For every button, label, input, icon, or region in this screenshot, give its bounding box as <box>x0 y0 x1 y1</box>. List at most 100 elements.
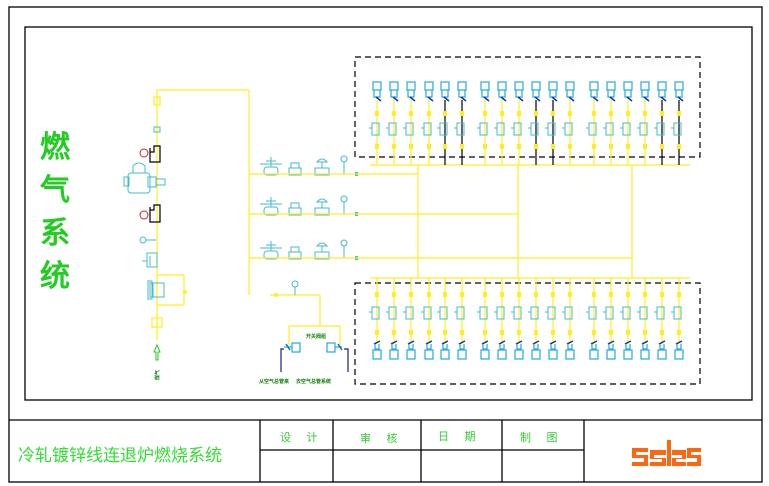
air-valve-icon <box>564 122 573 136</box>
gas-inlet-label: 煤气 <box>154 370 161 380</box>
valve-icon <box>626 292 630 297</box>
main-gas-line: 煤气 <box>123 89 250 380</box>
control-valve-icon <box>314 242 330 260</box>
air-valve-icon <box>405 306 414 320</box>
valve-icon <box>483 292 487 297</box>
burner-icon <box>674 349 684 360</box>
gauge-icon <box>291 280 299 288</box>
burner-icon <box>480 349 490 360</box>
drawing-title: 冷轧镀锌线连退炉燃烧系统 <box>18 446 222 466</box>
burner-icon <box>531 81 541 91</box>
field-label-review: 审 核 <box>360 431 404 445</box>
air-valve-icon <box>530 122 539 136</box>
burner-assembly <box>620 278 633 360</box>
valve-icon <box>609 292 613 297</box>
burner-assembly <box>637 81 650 165</box>
burner-icon <box>372 81 382 91</box>
flow-meter-icon <box>288 202 302 216</box>
valve-icon <box>568 330 572 335</box>
burner-assembly <box>545 81 558 165</box>
air-from-label: 从空气总管来 <box>259 378 290 385</box>
burner-assembly <box>477 81 490 165</box>
flow-meter-icon <box>288 246 302 260</box>
burner-assembly <box>511 278 524 360</box>
valve-icon <box>427 144 431 149</box>
valve-icon <box>568 144 572 149</box>
air-valve-icon <box>673 306 682 320</box>
burner-icon <box>424 349 434 360</box>
air-valve-icon <box>513 306 522 320</box>
outer-border <box>8 6 763 483</box>
valve-icon <box>643 292 647 297</box>
valve-icon <box>483 111 487 116</box>
valve-icon <box>609 111 613 116</box>
burner-icon <box>424 81 434 91</box>
burner-assembly <box>528 81 541 165</box>
burner-assembly <box>620 81 633 165</box>
valve-icon <box>517 111 521 116</box>
air-valve-icon <box>479 306 488 320</box>
burner-assembly <box>494 81 507 165</box>
burner-icon <box>406 349 416 360</box>
valve-icon <box>375 111 379 116</box>
burner-assembly <box>671 278 684 360</box>
valve-icon <box>460 111 464 116</box>
valve-icon <box>592 111 596 116</box>
valve-icon <box>534 330 538 335</box>
valve-icon <box>500 292 504 297</box>
valve-icon <box>660 111 664 116</box>
valve-icon <box>551 292 555 297</box>
burner-assembly <box>403 278 416 360</box>
valve-icon <box>643 144 647 149</box>
bottom-burner-row <box>369 278 684 360</box>
air-valve-icon <box>439 122 448 136</box>
burner-icon <box>531 349 541 360</box>
valve-icon <box>534 292 538 297</box>
valve-icon <box>592 330 596 335</box>
flange-icon <box>153 126 161 133</box>
valve-icon <box>677 292 681 297</box>
air-valve-icon <box>622 122 631 136</box>
burner-icon <box>440 81 450 91</box>
air-valve-right-icon <box>326 342 343 353</box>
valve-icon <box>443 144 447 149</box>
burner-icon <box>565 349 575 360</box>
air-valve-icon <box>405 122 414 136</box>
air-valve-icon <box>388 306 397 320</box>
air-valve-icon <box>656 306 665 320</box>
burner-assembly <box>454 278 467 360</box>
air-valve-left-icon <box>284 342 301 353</box>
burner-assembly <box>603 81 616 165</box>
burner-assembly <box>494 278 507 360</box>
air-valve-icon <box>530 306 539 320</box>
air-valve-icon <box>439 306 448 320</box>
valve-icon <box>375 330 379 335</box>
field-label-design: 设 计 <box>280 431 324 444</box>
fitting-icon <box>274 293 278 297</box>
burner-assembly <box>437 81 450 165</box>
air-valve-icon <box>388 122 397 136</box>
header-pipes <box>249 164 690 279</box>
pressure-gauge-icon <box>139 148 149 158</box>
air-valve-icon <box>547 122 556 136</box>
valve-icon <box>443 292 447 297</box>
air-valve-icon <box>423 306 432 320</box>
valve-icon <box>392 144 396 149</box>
air-valve-icon <box>622 306 631 320</box>
side-title-char: 气 <box>40 173 70 208</box>
valve-icon <box>500 111 504 116</box>
title-block: 冷轧镀锌线连退炉燃烧系统 设 计 审 核 日 期 制 图 <box>9 419 762 482</box>
air-valve-icon <box>605 306 614 320</box>
drain-icon <box>183 290 187 294</box>
bottom-burner-zone <box>354 282 701 385</box>
top-burner-zone <box>354 56 701 158</box>
valve-icon <box>409 292 413 297</box>
main-shutoff-valve-icon <box>123 162 166 194</box>
air-valve-icon <box>423 122 432 136</box>
air-valve-icon <box>588 306 597 320</box>
field-label-date: 日 期 <box>438 430 482 443</box>
gauge-icon <box>139 236 147 244</box>
burner-assembly <box>386 278 399 360</box>
air-valve-icon <box>564 306 573 320</box>
